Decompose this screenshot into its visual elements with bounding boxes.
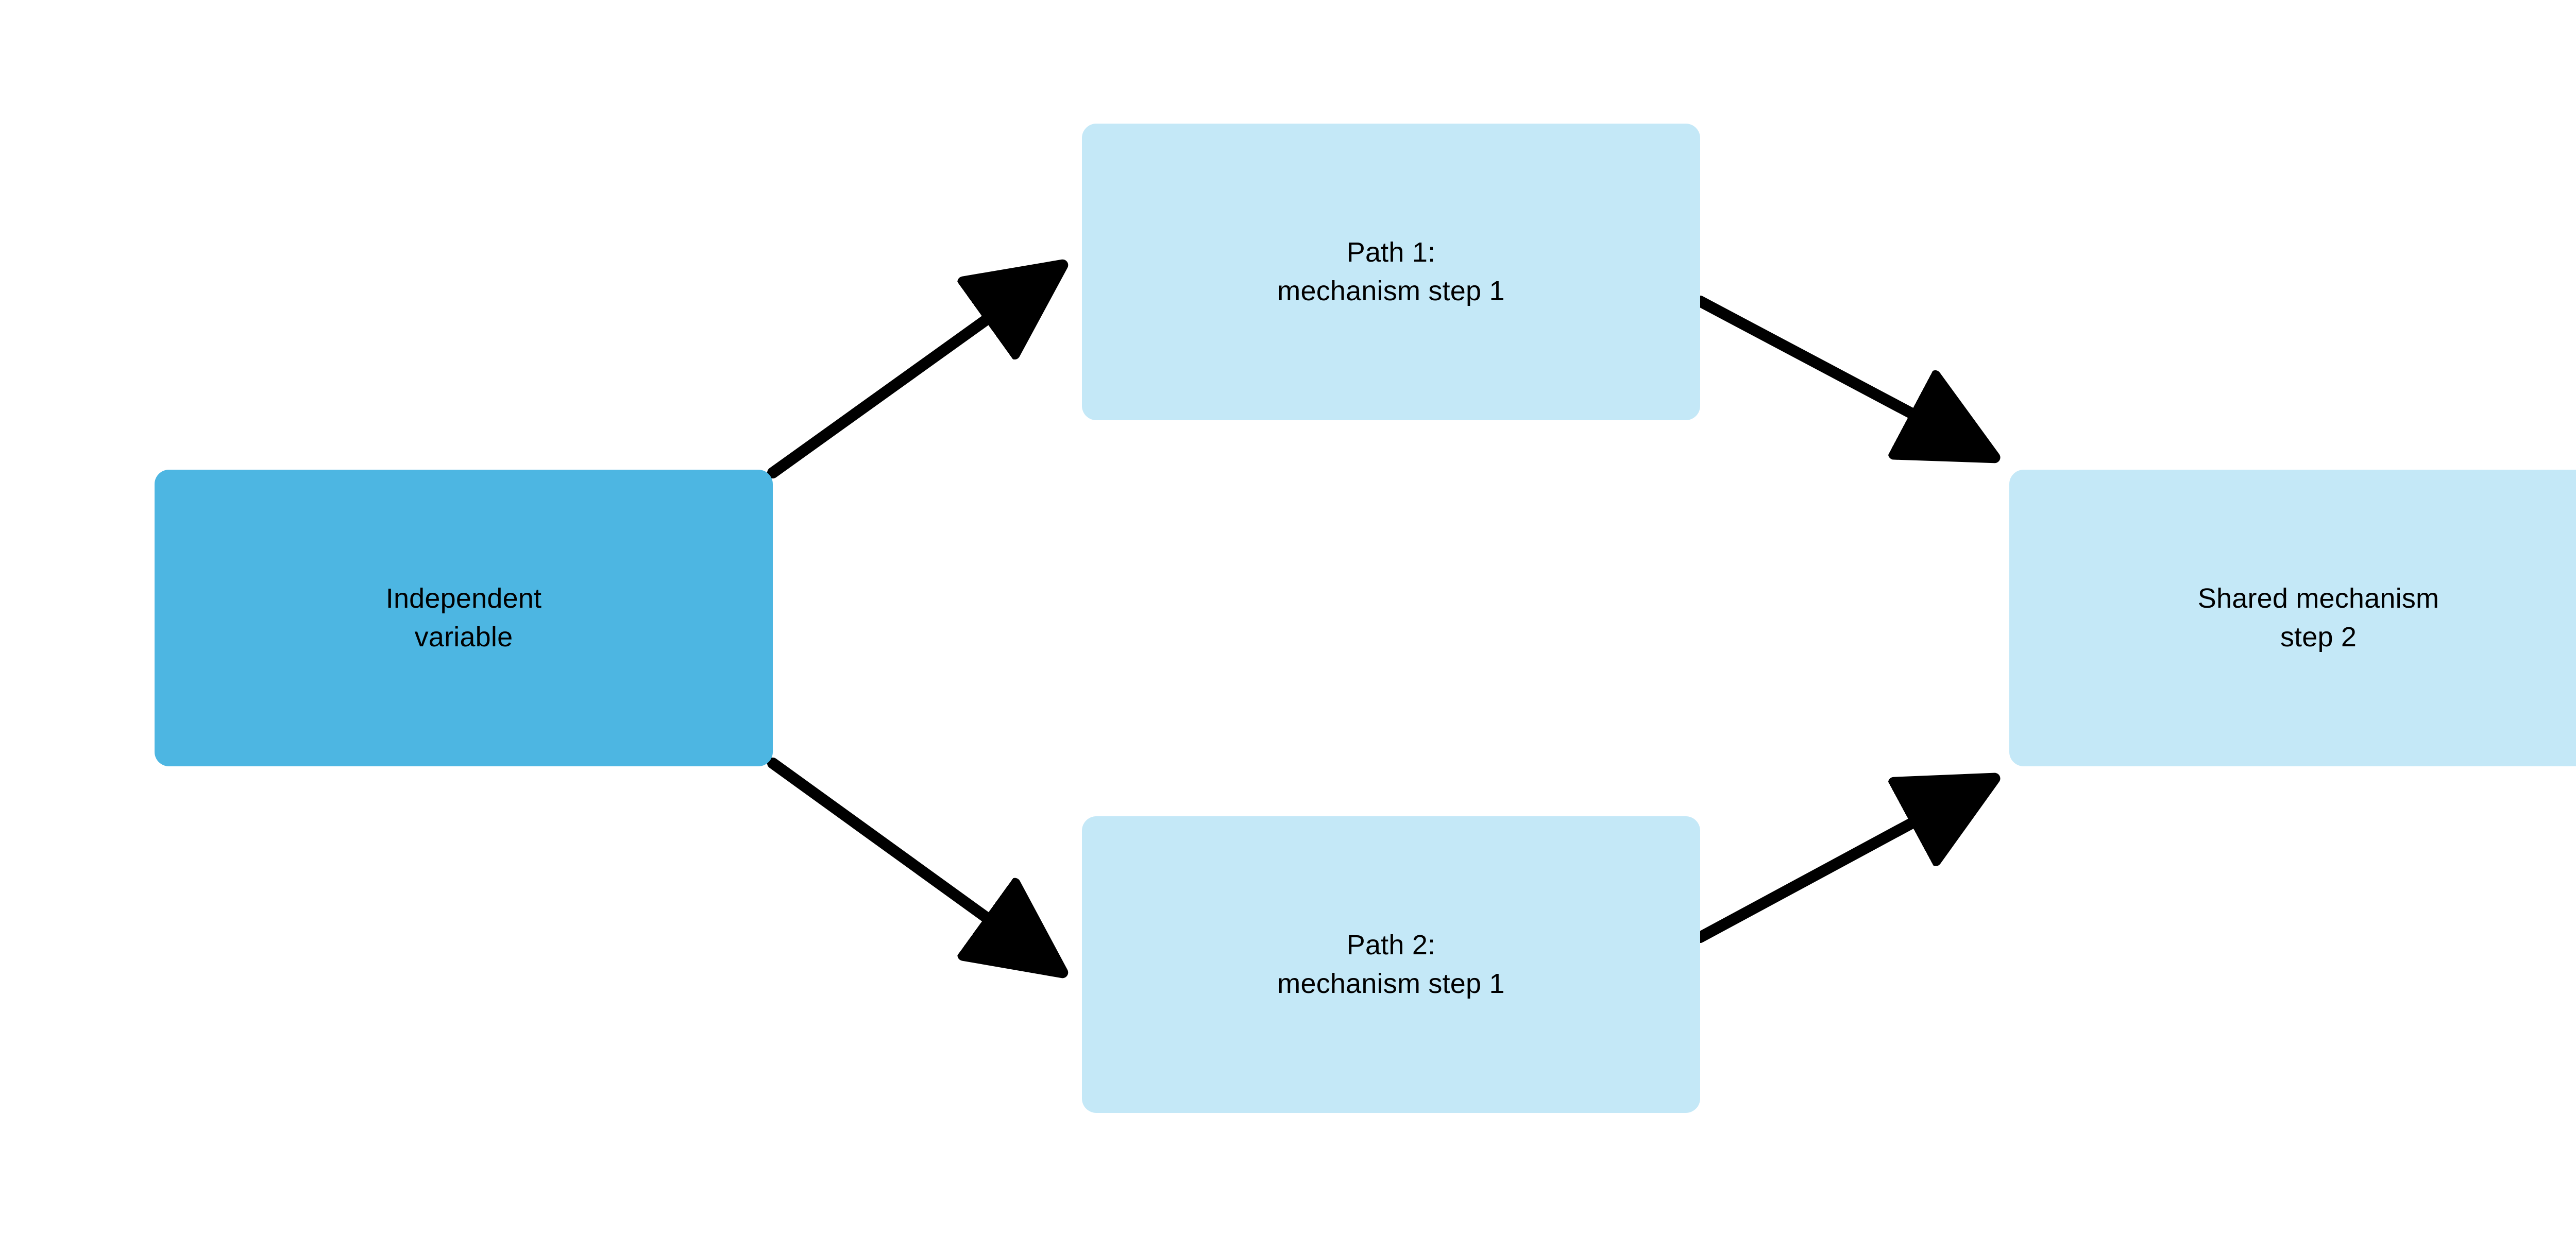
node-path-2[interactable]: Path 2: mechanism step 1 — [1082, 816, 1700, 1113]
node-path-1[interactable]: Path 1: mechanism step 1 — [1082, 124, 1700, 420]
node-path-1-label: Path 1: mechanism step 1 — [1277, 237, 1505, 306]
node-independent-variable-label: Independent variable — [385, 583, 542, 653]
edge-path-2-to-shared — [1694, 783, 1987, 943]
edge-iv-to-path-2 — [767, 758, 1055, 967]
node-shared-mechanism[interactable]: Shared mechanism step 2 — [2009, 470, 2576, 766]
node-path-2-label: Path 2: mechanism step 1 — [1277, 930, 1505, 999]
node-independent-variable[interactable]: Independent variable — [155, 470, 773, 766]
edge-iv-to-path-1 — [767, 270, 1055, 478]
edge-path-1-to-shared — [1694, 296, 1987, 453]
node-shared-mechanism-label: Shared mechanism step 2 — [2197, 583, 2439, 653]
